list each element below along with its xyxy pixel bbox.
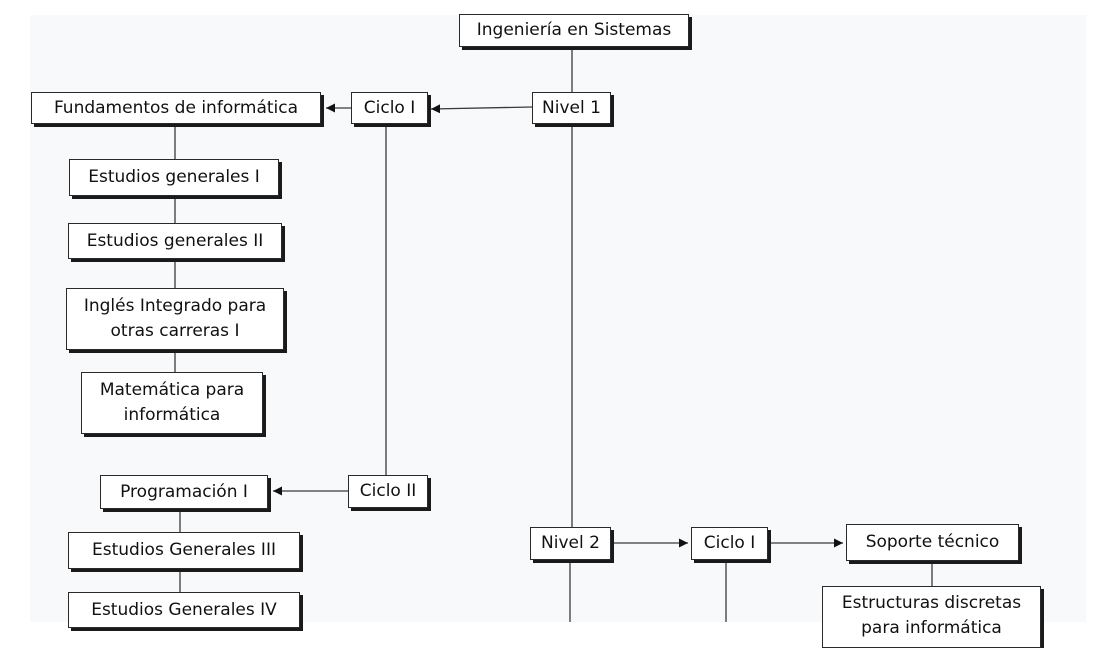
node-estudios-generales-4[interactable]: Estudios Generales IV xyxy=(68,592,300,628)
node-nivel1[interactable]: Nivel 1 xyxy=(532,92,611,124)
node-fundamentos[interactable]: Fundamentos de informática xyxy=(31,92,321,124)
node-nivel2[interactable]: Nivel 2 xyxy=(530,527,611,560)
node-nivel2-ciclo1[interactable]: Ciclo I xyxy=(691,527,768,560)
node-soporte-tecnico[interactable]: Soporte técnico xyxy=(846,524,1019,561)
connectors xyxy=(174,47,933,622)
node-estudios-generales-1[interactable]: Estudios generales I xyxy=(69,159,279,196)
node-root[interactable]: Ingeniería en Sistemas xyxy=(459,14,689,47)
node-nivel1-ciclo2[interactable]: Ciclo II xyxy=(348,475,428,508)
concept-map: Ingeniería en Sistemas Nivel 1 Ciclo I F… xyxy=(31,14,1041,648)
node-ingles-integrado[interactable]: Inglés Integrado para otras carreras I xyxy=(66,288,284,350)
node-estructuras-discretas[interactable]: Estructuras discretas para informática xyxy=(822,586,1041,648)
node-programacion-1[interactable]: Programación I xyxy=(100,475,268,509)
node-matematica[interactable]: Matemática para informática xyxy=(81,372,263,434)
edge-nivel1-ciclo1 xyxy=(430,104,533,114)
node-nivel1-ciclo1[interactable]: Ciclo I xyxy=(351,92,428,124)
node-estudios-generales-3[interactable]: Estudios Generales III xyxy=(68,532,300,569)
node-estudios-generales-2[interactable]: Estudios generales II xyxy=(68,223,282,259)
